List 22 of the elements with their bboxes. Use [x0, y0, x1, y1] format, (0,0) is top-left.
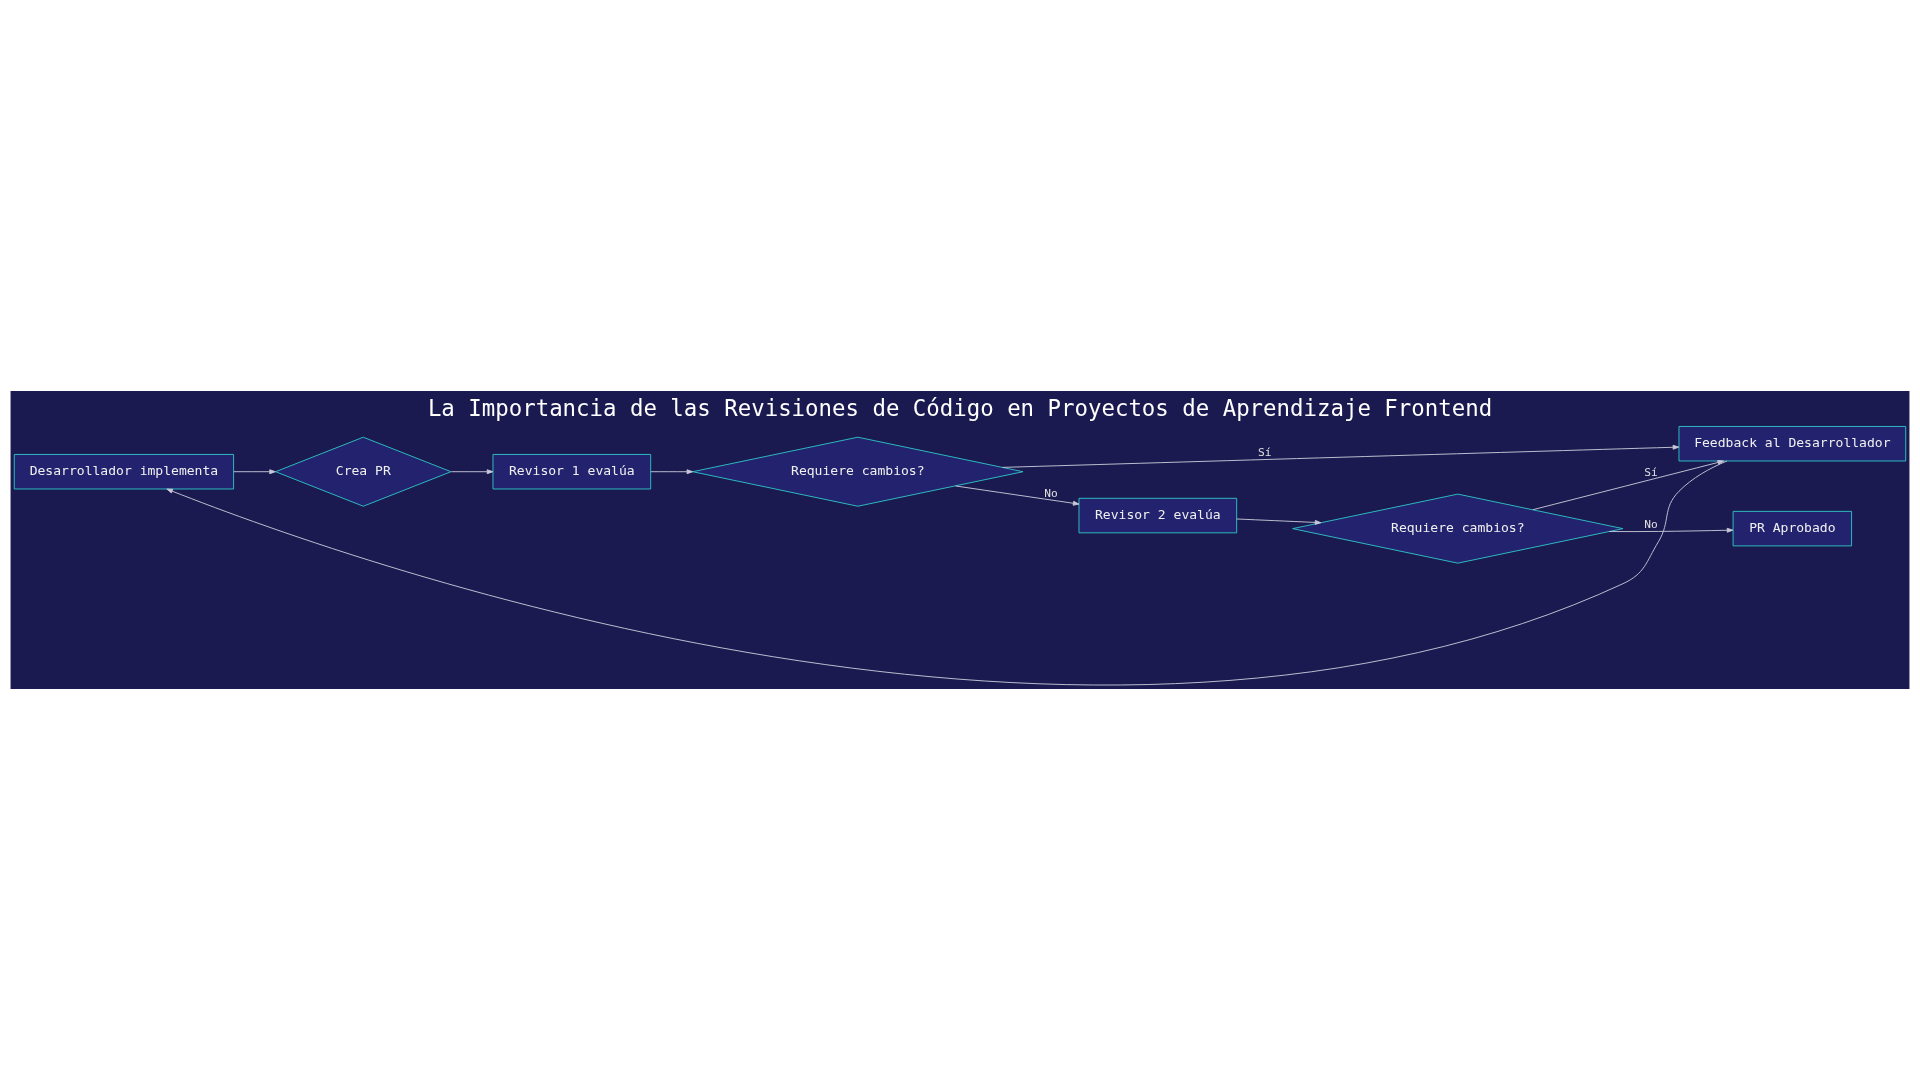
diagram-title: La Importancia de las Revisiones de Código en Proyectos de Aprendizaje Frontend [427, 395, 1493, 422]
arrow [650, 469, 694, 475]
node-box: Revisor 2 evalúa [1078, 497, 1238, 534]
node-box: PR Aprobado [1732, 510, 1853, 547]
arrow [1001, 444, 1680, 468]
arrow [1236, 518, 1322, 525]
arrow [1608, 527, 1734, 533]
node-diamond: Requiere cambios? [1292, 493, 1624, 564]
node-box: Revisor 1 evalúa [492, 454, 652, 490]
edge-label: No [1044, 487, 1058, 501]
node-box: Desarrollador implementa [13, 454, 235, 490]
edge-label: Sí [1257, 446, 1272, 460]
edge-label: No [1644, 518, 1658, 532]
arrow [233, 469, 276, 475]
arrow [955, 485, 1080, 506]
arrow [450, 469, 494, 475]
node-box: Feedback al Desarrollador [1678, 426, 1907, 462]
node-diamond: Requiere cambios? [692, 436, 1024, 507]
edge-label: Sí [1644, 466, 1658, 480]
arrow [1532, 460, 1725, 511]
node-diamond: Crea PR [275, 436, 452, 507]
arrow [166, 460, 1728, 685]
